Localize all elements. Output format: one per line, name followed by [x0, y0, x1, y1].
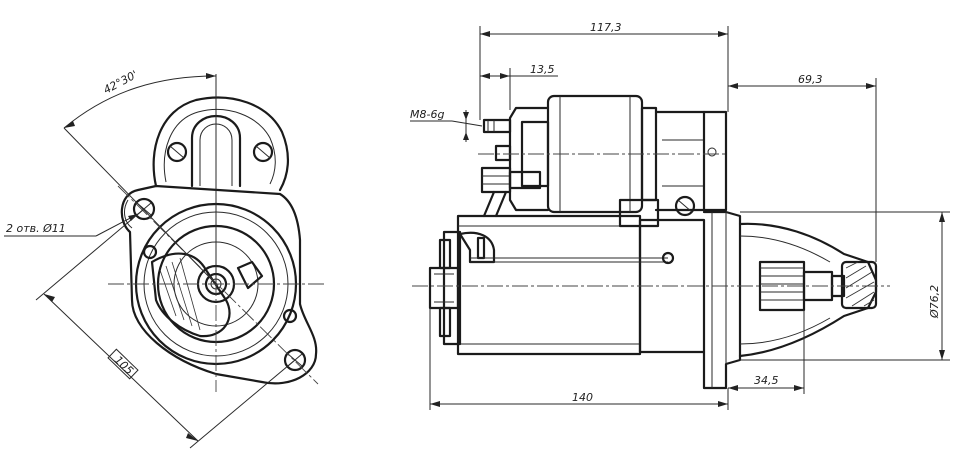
terminal-offset-label: 13,5 — [530, 63, 555, 76]
side-view: 117,3 13,5 M8-6g 69,3 — [410, 21, 950, 410]
front-view: 42°30' 2 отв. Ø11 105 — [4, 68, 324, 449]
holes-leader: 2 отв. Ø11 — [4, 213, 139, 237]
dim-terminal-offset: 13,5 — [480, 63, 558, 110]
bolt-spacing-dimension: 105 — [35, 208, 296, 449]
dim-flange-diameter: Ø76,2 — [740, 211, 950, 361]
solenoid — [480, 94, 728, 218]
motor-body — [428, 198, 706, 356]
dim-overall-to-solenoid: 117,3 — [479, 21, 729, 120]
pinion-offset-label: 34,5 — [754, 374, 779, 387]
dim-body-length: 140 — [429, 308, 729, 410]
pinion-housing — [738, 222, 878, 358]
holes-label: 2 отв. Ø11 — [6, 222, 66, 235]
drive-end-flange — [702, 210, 742, 390]
dim-pinion-offset: 34,5 — [728, 310, 805, 394]
angle-label: 42°30' — [101, 68, 139, 97]
front-overhang-label: 69,3 — [798, 73, 823, 86]
thread-callout: M8-6g — [410, 108, 483, 142]
terminal-thread-label: M8-6g — [410, 108, 444, 121]
mounting-flange — [120, 184, 318, 385]
dim-front-overhang: 69,3 — [728, 73, 877, 262]
flange-diameter-label: Ø76,2 — [928, 285, 941, 319]
body-length-label: 140 — [572, 391, 593, 404]
overall-to-solenoid-label: 117,3 — [590, 21, 622, 34]
bolt-spacing-label: 105 — [112, 353, 136, 377]
solenoid-end-cap — [152, 96, 289, 192]
